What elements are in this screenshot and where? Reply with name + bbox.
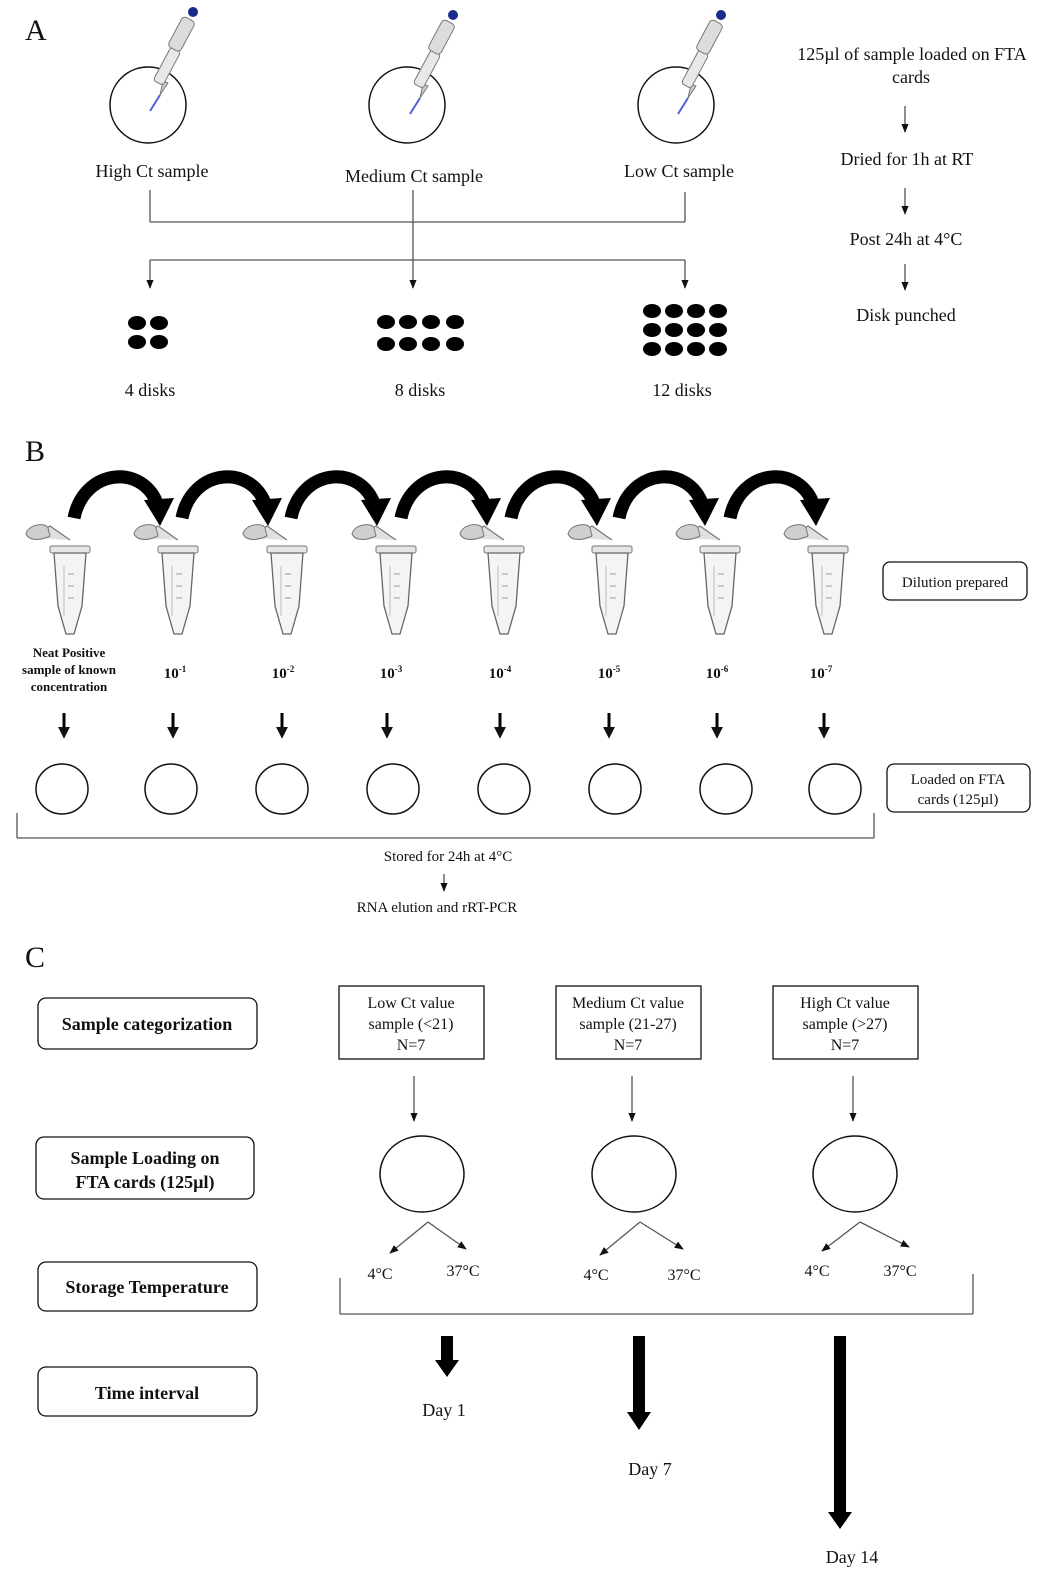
disks-8 [377, 315, 464, 351]
high-ct-group-box [772, 985, 919, 1060]
temperature-split-arrows [389, 1221, 910, 1256]
storage-temperature-label: Storage Temperature [65, 1277, 228, 1297]
dilution-label: 10-2 [272, 664, 295, 682]
neat-sample-label-line3: concentration [31, 679, 108, 694]
tube-icon [351, 523, 417, 635]
temp-37c-label: 37°C [446, 1263, 479, 1280]
disks-8-label: 8 disks [395, 380, 446, 400]
storage-bracket [339, 1274, 974, 1315]
high-ct-group-label-line2: sample (>27) [803, 1016, 888, 1033]
panel-b-letter: B [25, 435, 45, 468]
transfer-arrow-icon [74, 477, 174, 526]
panel-a-connector [146, 190, 689, 289]
stored-label: Stored for 24h at 4°C [384, 849, 512, 865]
sample-loading-label: Sample Loading on [70, 1148, 219, 1168]
tube-icon [567, 523, 633, 635]
load-arrows [58, 713, 830, 739]
high-ct-group-label: High Ct value [800, 995, 890, 1012]
temp-37c-label: 37°C [883, 1263, 916, 1280]
loaded-on-fta-box [886, 763, 1031, 813]
time-interval-box [37, 1366, 258, 1417]
pipette-icon [677, 9, 727, 116]
sample-loading-label-line2: FTA cards (125µl) [75, 1172, 214, 1193]
temp-37c-label: 37°C [667, 1267, 700, 1284]
day-1-label: Day 1 [422, 1400, 466, 1420]
sample-categorization-box [37, 997, 258, 1050]
low-ct-group-label: Low Ct value [367, 995, 454, 1012]
tube-icon [242, 523, 308, 635]
stored-bracket [16, 813, 875, 839]
dilution-label: 10-7 [810, 664, 833, 682]
tube-icon [133, 523, 199, 635]
day-7-label: Day 7 [628, 1459, 672, 1479]
disks-12-label: 12 disks [652, 380, 712, 400]
transfer-arrow-icon [619, 477, 719, 526]
dilution-label: 10-1 [164, 664, 187, 682]
disks-4 [128, 316, 168, 349]
pipette-icon [149, 6, 199, 113]
medium-ct-group-box [555, 985, 702, 1060]
high-ct-sample-label: High Ct sample [96, 161, 209, 181]
dilution-prepared-label: Dilution prepared [902, 575, 1009, 591]
fta-card-circle-c [379, 1135, 465, 1213]
neat-sample-label-line2: sample of known [22, 662, 117, 677]
dilution-label: 10-5 [598, 664, 621, 682]
tube-icon [675, 523, 741, 635]
low-ct-sample-label: Low Ct sample [624, 161, 734, 181]
tube-icon [25, 523, 91, 635]
time-interval-label: Time interval [95, 1383, 199, 1403]
disks-4-label: 4 disks [125, 380, 176, 400]
step-disk-punched-label: Disk punched [856, 305, 955, 325]
fta-card-circles-b [35, 763, 862, 815]
step-dried-label: Dried for 1h at RT [841, 149, 974, 169]
fta-card-circle-c [591, 1135, 677, 1213]
temp-4c-label: 4°C [804, 1263, 829, 1280]
tube-icon [459, 523, 525, 635]
medium-ct-group-label: Medium Ct value [572, 995, 684, 1012]
loaded-on-fta-label-line2: cards (125µl) [918, 792, 999, 808]
low-ct-group-label-line2: sample (<21) [369, 1016, 454, 1033]
transfer-arrow-icon [730, 477, 830, 526]
medium-ct-sample-label: Medium Ct sample [345, 166, 483, 186]
storage-temperature-box [37, 1261, 258, 1312]
medium-ct-group-label-line3: N=7 [614, 1037, 643, 1054]
time-arrow-day-1 [435, 1336, 459, 1377]
fta-card-circle-c [812, 1135, 898, 1213]
low-ct-group-box [338, 985, 485, 1060]
low-ct-group-label-line3: N=7 [397, 1037, 426, 1054]
temp-4c-label: 4°C [367, 1266, 392, 1283]
transfer-arrow-icon [401, 477, 501, 526]
high-ct-group-label-line3: N=7 [831, 1037, 860, 1054]
rna-elution-label: RNA elution and rRT-PCR [357, 900, 518, 916]
medium-ct-group-label-line2: sample (21-27) [579, 1016, 676, 1033]
fta-card-circle-medium [368, 66, 446, 144]
step-loaded-label-line2: cards [892, 67, 930, 87]
panel-c-letter: C [25, 941, 45, 974]
tube-icon [783, 523, 849, 635]
fta-card-circle-high [109, 66, 187, 144]
dilution-prepared-box [882, 561, 1028, 601]
sample-categorization-label: Sample categorization [62, 1014, 232, 1034]
fta-card-circle-low [637, 66, 715, 144]
sample-loading-box [35, 1136, 255, 1200]
disks-12 [643, 304, 727, 356]
transfer-arrow-icon [291, 477, 391, 526]
dilution-label: 10-3 [380, 664, 403, 682]
day-14-label: Day 14 [826, 1547, 879, 1567]
transfer-arrow-icon [511, 477, 611, 526]
pipette-icon [409, 9, 459, 116]
step-loaded-label: 125µl of sample loaded on FTA [797, 44, 1026, 64]
dilution-label: 10-6 [706, 664, 729, 682]
time-arrow-day-14 [828, 1336, 852, 1529]
transfer-arrow-icon [182, 477, 282, 526]
panel-a-letter: A [25, 14, 47, 47]
time-arrow-day-7 [627, 1336, 651, 1430]
neat-sample-label: Neat Positive [33, 645, 106, 660]
dilution-labels: 10-1 10-2 10-3 10-4 10-5 10-6 10-7 [164, 664, 833, 682]
temp-4c-label: 4°C [583, 1267, 608, 1284]
loaded-on-fta-label: Loaded on FTA [911, 772, 1006, 788]
step-post-24h-label: Post 24h at 4°C [850, 229, 963, 249]
dilution-label: 10-4 [489, 664, 512, 682]
